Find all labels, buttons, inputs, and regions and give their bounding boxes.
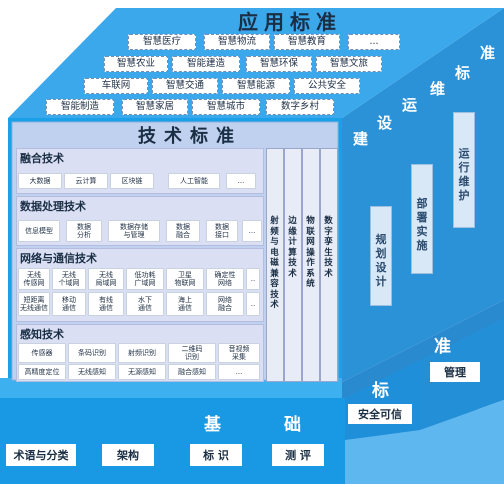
tech-group-title: 融合技术 [20,152,64,165]
app-chip: 智慧家居 [122,99,188,115]
basic-title-char-0: 基 [204,415,221,435]
tech-cell: 确定性网络 [206,268,244,290]
build-title-char-2: 运 [402,96,418,114]
tech-cell: 传感器 [18,343,66,363]
tech-cell: 数据融合 [166,220,200,242]
architecture-box: 架构 [102,444,154,466]
app-chip: 智慧交通 [152,78,218,94]
tech-cell: 无线感知 [68,364,116,380]
tech-cell: 低功耗广域网 [126,268,164,290]
security-box: 安全可信 [348,404,412,424]
ground [345,400,504,484]
tech-column-label: 射频与电磁兼容技术 [270,216,279,310]
tech-cell: 移动通信 [52,292,86,316]
tech-cell: 高精度定位 [18,364,66,380]
identification-box: 标 识 [190,444,242,466]
app-chip: ... [348,34,400,50]
tech-cell: 无源感知 [118,364,166,380]
app-chip: 智慧环保 [246,56,312,72]
tech-cell: 海上通信 [166,292,204,316]
operation-box: 运行维护 [453,112,475,228]
tech-cell: 网络融合 [206,292,244,316]
tech-cell: 信息模型 [18,220,60,242]
build-title-char-4: 标 [455,64,471,82]
app-chip: 公共安全 [294,78,360,94]
tech-cell: 大数据 [18,173,62,189]
planning-design-box: 规划设计 [370,206,392,306]
app-chip: 智慧物流 [204,34,270,50]
build-title-char-5: 准 [480,44,496,62]
tech-column-box [302,148,320,382]
base-front [0,398,345,484]
tech-cell: .. [246,268,260,290]
tech-cell: 区块链 [110,173,154,189]
tech-cell: ... [242,220,262,242]
build-title-char-3: 维 [430,80,446,98]
tech-group-title: 网络与通信技术 [20,252,97,265]
app-chip: 智能制造 [46,99,114,115]
terminology-box: 术语与分类 [6,444,76,466]
mgmt-title-char-1: 准 [434,337,451,357]
app-standard-title: 应用标准 [238,10,342,34]
deployment-box: 部署实施 [411,164,433,274]
app-chip: 智慧城市 [192,99,260,115]
management-box: 管理 [430,362,480,382]
tech-cell: 无线局域网 [88,268,124,290]
tech-cell: 数据存储与管理 [108,220,160,242]
tech-group-title: 感知技术 [20,328,64,341]
app-chip: 智慧能源 [222,78,290,94]
app-chip: 智慧医疗 [128,34,196,50]
tech-cell: 音视频采集 [218,343,260,363]
evaluation-box: 测 评 [272,444,324,466]
app-chip: 智慧教育 [274,34,340,50]
tech-cell: ... [218,364,260,380]
mgmt-title-char-0: 标 [372,381,389,401]
tech-column-box [320,148,338,382]
tech-column-label: 边缘计算技术 [288,216,297,279]
tech-cell: 数据接口 [206,220,238,242]
app-chip: 数字乡村 [266,99,334,115]
app-chip: 智慧文旅 [316,56,382,72]
tech-cell: ... [226,173,256,189]
build-title-char-1: 设 [377,114,393,132]
tech-cell: 无线个域网 [52,268,86,290]
build-title-char-0: 建 [353,130,369,148]
ledge-top [0,378,342,400]
tech-cell: 射频识别 [118,343,166,363]
basic-title-char-1: 础 [284,415,301,435]
tech-standard-title: 技术标准 [138,126,242,147]
tech-cell: 短距离无线通信 [18,292,50,316]
tech-cell: 数据分析 [66,220,102,242]
tech-group-title: 数据处理技术 [20,200,86,213]
tech-cell: 水下通信 [126,292,164,316]
tech-cell: 二维码识别 [168,343,216,363]
app-chip: 车联网 [84,78,148,94]
tech-cell: 云计算 [64,173,108,189]
tech-column-box [266,148,284,382]
tech-cell: 无线传感网 [18,268,50,290]
tech-cell: 融合感知 [168,364,216,380]
app-chip: 智能建造 [172,56,240,72]
tech-column-box [284,148,302,382]
app-chip: 智慧农业 [104,56,168,72]
tech-column-label: 物联网操作系统 [306,216,315,289]
tech-cell: 卫星物联网 [166,268,204,290]
tech-cell: 条码识别 [68,343,116,363]
tech-cell: .. [246,292,260,316]
tech-cell: 人工智能 [168,173,220,189]
tech-column-label: 数字孪生技术 [324,216,333,279]
tech-cell: 有线通信 [88,292,124,316]
